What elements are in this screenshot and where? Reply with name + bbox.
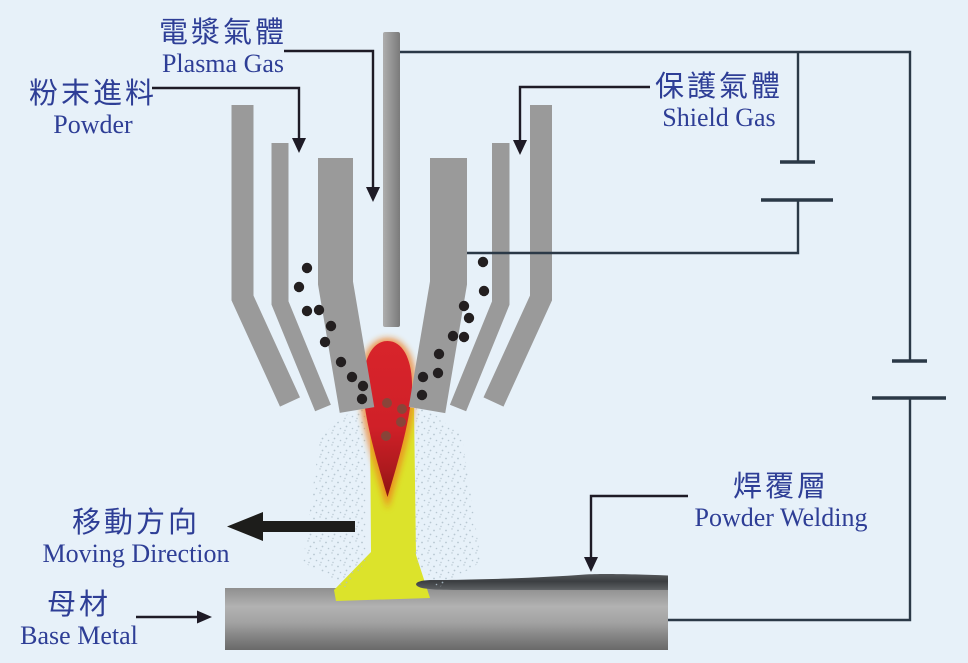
middle-nozzle-right bbox=[449, 143, 510, 412]
shield-gas-leader-line bbox=[518, 85, 650, 141]
powder-leader-line bbox=[152, 86, 301, 139]
shield-gas-label-zh: 保護氣體 bbox=[654, 71, 783, 103]
base-metal-block bbox=[225, 588, 668, 650]
melt-pool bbox=[334, 408, 430, 601]
moving-direction-label: 移動方向 Moving Direction bbox=[36, 507, 236, 568]
powder-label: 粉末進料 Powder bbox=[0, 78, 186, 139]
battery-icon-inner bbox=[761, 160, 833, 202]
powder-welding-label: 焊覆層 Powder Welding bbox=[681, 471, 881, 532]
outer-nozzle-right bbox=[483, 105, 552, 407]
plasma-gas-label-zh: 電漿氣體 bbox=[158, 17, 287, 49]
plasma-gas-arrowhead-icon bbox=[366, 187, 380, 202]
outer-circuit-wire-to-base bbox=[668, 399, 912, 622]
welding-circuit bbox=[400, 50, 946, 622]
base-metal-label: 母材 Base Metal bbox=[0, 589, 158, 650]
inner-nozzle-right bbox=[408, 158, 467, 414]
weld-overlay-layer bbox=[416, 573, 668, 590]
powder-arrowhead-icon bbox=[292, 138, 306, 153]
electrode-to-outer-circuit-wire bbox=[400, 50, 912, 360]
base-metal-label-en: Base Metal bbox=[20, 621, 138, 650]
powder-label-en: Powder bbox=[53, 110, 133, 139]
powder-label-zh: 粉末進料 bbox=[28, 78, 157, 110]
moving-direction-arrow-icon bbox=[227, 512, 355, 541]
moving-direction-label-en: Moving Direction bbox=[42, 539, 230, 568]
inner-nozzle-left bbox=[318, 158, 375, 413]
plasma-torch bbox=[231, 32, 552, 414]
plasma-gas-label-en: Plasma Gas bbox=[161, 49, 285, 78]
powder-welding-arrowhead-icon bbox=[584, 557, 598, 572]
plasma-gas-label: 電漿氣體 Plasma Gas bbox=[113, 17, 333, 78]
powder-welding-label-en: Powder Welding bbox=[694, 503, 868, 532]
middle-nozzle-left bbox=[271, 143, 331, 412]
outer-nozzle-left bbox=[231, 105, 301, 407]
tungsten-electrode bbox=[383, 32, 400, 327]
shield-gas-arrowhead-icon bbox=[513, 140, 527, 155]
plasma-gas-leader-line bbox=[284, 49, 375, 188]
leader-arrows bbox=[136, 49, 688, 624]
flame-particles bbox=[381, 398, 407, 441]
inner-circuit-wire-to-nozzle bbox=[467, 201, 800, 255]
shield-gas-label-en: Shield Gas bbox=[662, 103, 776, 132]
flame-core bbox=[363, 341, 412, 497]
shield-gas-label: 保護氣體 Shield Gas bbox=[619, 71, 819, 132]
powder-welding-label-zh: 焊覆層 bbox=[732, 471, 829, 503]
powder-welding-leader-line bbox=[589, 494, 688, 558]
base-metal-arrowhead-icon bbox=[197, 610, 212, 624]
base-metal-label-zh: 母材 bbox=[46, 589, 111, 621]
moving-direction-label-zh: 移動方向 bbox=[71, 507, 200, 539]
powder-spray-speckles bbox=[303, 400, 481, 588]
battery-icon-outer bbox=[872, 359, 946, 400]
powder-particles bbox=[293, 256, 490, 405]
